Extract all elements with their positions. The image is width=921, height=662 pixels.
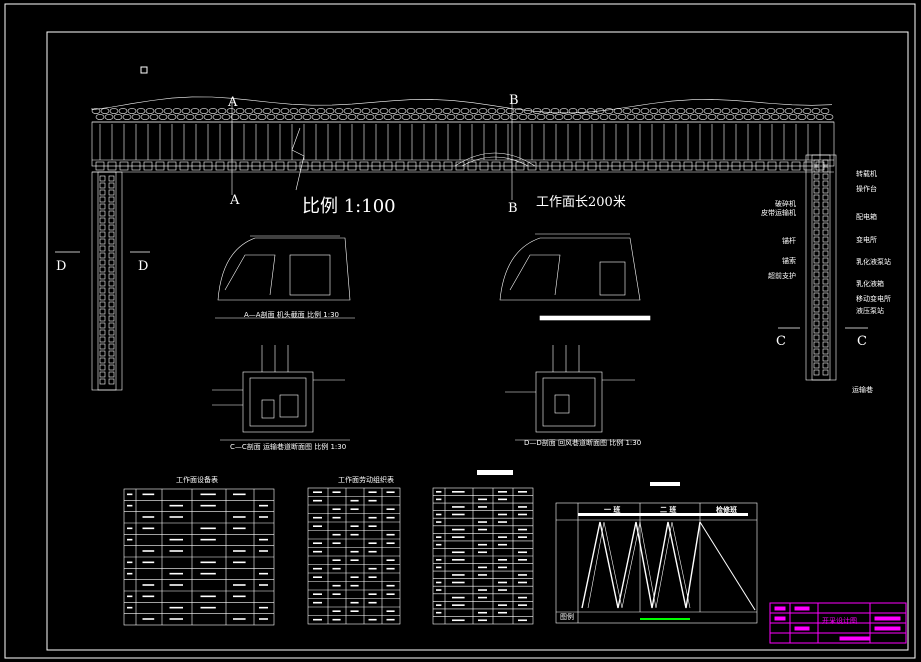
section-b-drawing [499, 233, 651, 321]
section-label-c-left: C [776, 334, 786, 349]
section-cc-caption: C—C剖面 运输巷道断面图 比例 1:30 [230, 443, 347, 451]
right-callouts-item: 乳化液泵站 [856, 258, 891, 266]
right-gate-road [805, 154, 837, 381]
section-label-b-top: B [509, 93, 519, 108]
small-square-marker [140, 66, 148, 74]
section-dd-caption: D—D剖面 回风巷道断面图 比例 1:30 [524, 439, 642, 447]
title-block-label: 开采设计图 [822, 617, 857, 625]
section-label-d-left: D [56, 259, 67, 274]
left-callouts-item: 皮带运输机 [761, 209, 796, 217]
right-callouts-item: 操作台 [856, 185, 877, 193]
outer-frame [4, 3, 916, 659]
labor-table-title: 工作面劳动组织表 [338, 476, 394, 484]
title-block [769, 602, 907, 644]
left-callouts-item: 锚索 [782, 257, 796, 265]
section-dd-drawing [505, 345, 640, 441]
section-aa-drawing [215, 235, 355, 319]
working-face-plan [91, 100, 835, 200]
right-callouts-item: 移动变电所 [856, 295, 891, 303]
right-callouts-item: 转载机 [856, 170, 877, 178]
cycle-shift-1: 一 班 [604, 506, 621, 514]
overburden-rock-layer [91, 96, 834, 123]
equipment-table-title: 工作面设备表 [176, 476, 218, 484]
cycle-operation-chart [555, 482, 758, 624]
face-length-label: 工作面长200米 [536, 195, 626, 210]
section-label-b-bottom: B [508, 201, 518, 216]
cycle-shift-2: 二 班 [660, 506, 677, 514]
right-callouts-item: 配电箱 [856, 213, 877, 221]
cycle-shift-3: 检修班 [716, 506, 737, 514]
section-aa-caption: A—A剖面 机头截面 比例 1:30 [244, 311, 339, 319]
left-callouts-item: 破碎机 [775, 200, 796, 208]
right-callouts-item: 乳化液箱 [856, 280, 884, 288]
labor-table [307, 487, 401, 625]
indicator-table [432, 487, 534, 625]
left-gate-road [91, 171, 123, 391]
right-callouts-item: 液压泵站 [856, 307, 884, 315]
bottom-right-callout: 运输巷 [852, 386, 873, 394]
section-label-d-right: D [138, 259, 149, 274]
section-cc-drawing [212, 345, 350, 441]
left-callouts-item: 锚杆 [782, 237, 796, 245]
section-label-a-top: A [228, 95, 238, 110]
section-label-a-bottom: A [230, 193, 240, 208]
drawing-scale-title: 比例 1:100 [302, 196, 396, 217]
cycle-legend-label: 图例 [560, 613, 574, 621]
right-callouts-item: 变电所 [856, 236, 877, 244]
inner-frame [46, 31, 909, 651]
left-callouts-item: 超前支护 [768, 272, 796, 280]
equipment-table [123, 488, 275, 626]
section-label-c-right: C [857, 334, 867, 349]
